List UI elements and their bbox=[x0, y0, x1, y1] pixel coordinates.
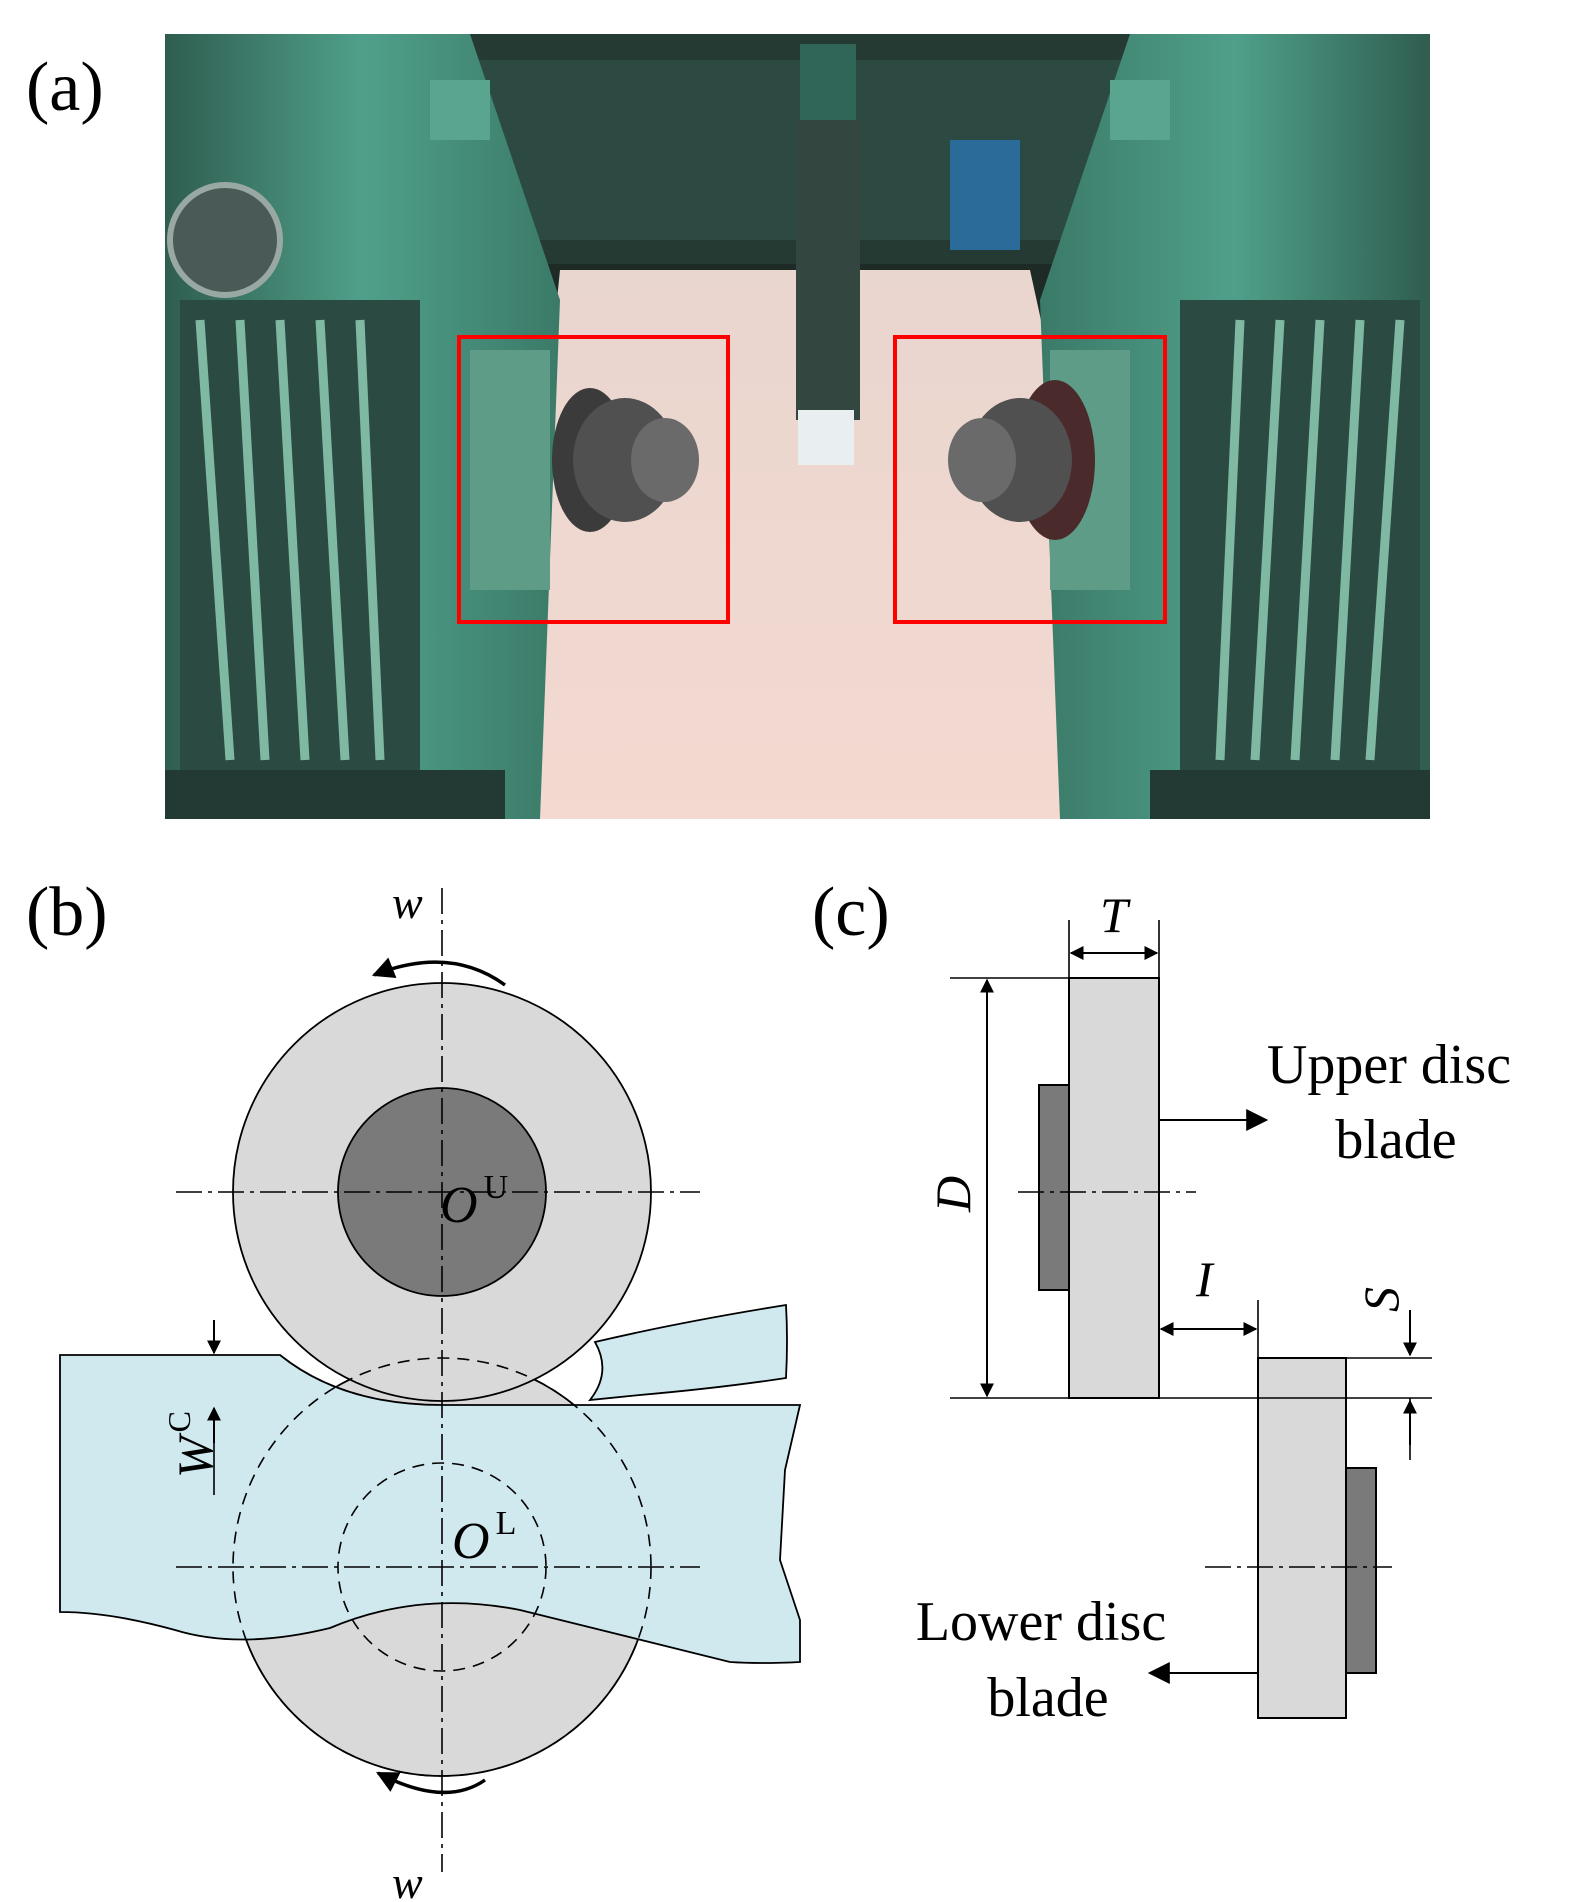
highlight-box-left bbox=[457, 335, 730, 624]
upper-blade-section bbox=[1068, 977, 1160, 1399]
diameter-label: D bbox=[925, 1176, 981, 1213]
gap-label: I bbox=[1195, 1251, 1215, 1307]
rotation-label-top: w bbox=[392, 877, 423, 928]
lower-hub-section bbox=[1345, 1467, 1377, 1674]
strip-width-label: WC bbox=[161, 1411, 223, 1478]
lower-blade-label: Lower disc blade bbox=[916, 1591, 1180, 1729]
lower-blade-section bbox=[1257, 1357, 1347, 1719]
panel-c-label: (c) bbox=[812, 874, 890, 951]
panel-b-label: (b) bbox=[26, 874, 108, 951]
sheet-strip-bent bbox=[587, 1303, 788, 1402]
thickness-label: T bbox=[1100, 887, 1131, 943]
panel-a-label: (a) bbox=[26, 49, 104, 126]
side-view-diagram bbox=[59, 888, 802, 1872]
overlap-label: S bbox=[1353, 1287, 1409, 1312]
machine-photo bbox=[165, 34, 1430, 819]
upper-hub-section bbox=[1038, 1084, 1070, 1291]
upper-blade-label: Upper disc blade bbox=[1267, 1034, 1525, 1171]
section-view-diagram bbox=[950, 920, 1432, 1719]
rotation-label-bottom: w bbox=[392, 1857, 423, 1902]
highlight-box-right bbox=[893, 335, 1167, 624]
